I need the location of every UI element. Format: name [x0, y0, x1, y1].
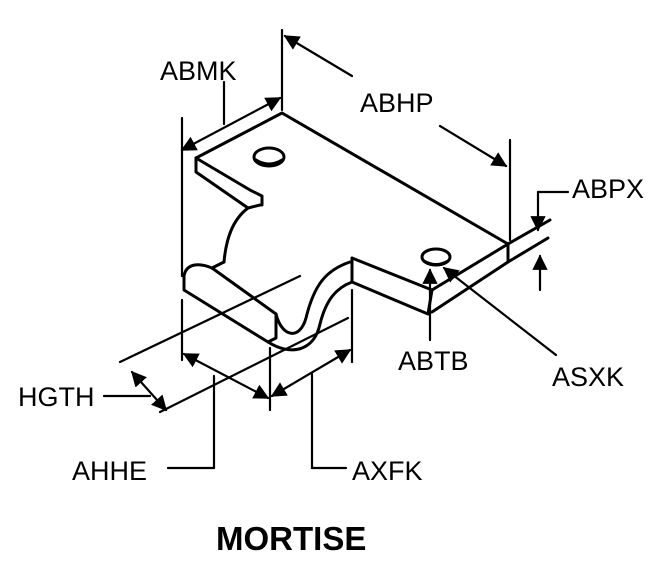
label-hgth: HGTH [18, 382, 95, 412]
label-abmk: ABMK [160, 56, 237, 86]
mortise-part [182, 111, 552, 352]
dimension-lines [102, 28, 570, 470]
label-abpx: ABPX [572, 174, 644, 204]
label-abtb: ABTB [398, 346, 469, 376]
label-abhp: ABHP [360, 88, 434, 118]
label-asxk: ASXK [552, 362, 624, 392]
label-ahhe: AHHE [72, 456, 147, 486]
label-axfk: AXFK [352, 456, 423, 486]
diagram-title: MORTISE [216, 520, 366, 557]
